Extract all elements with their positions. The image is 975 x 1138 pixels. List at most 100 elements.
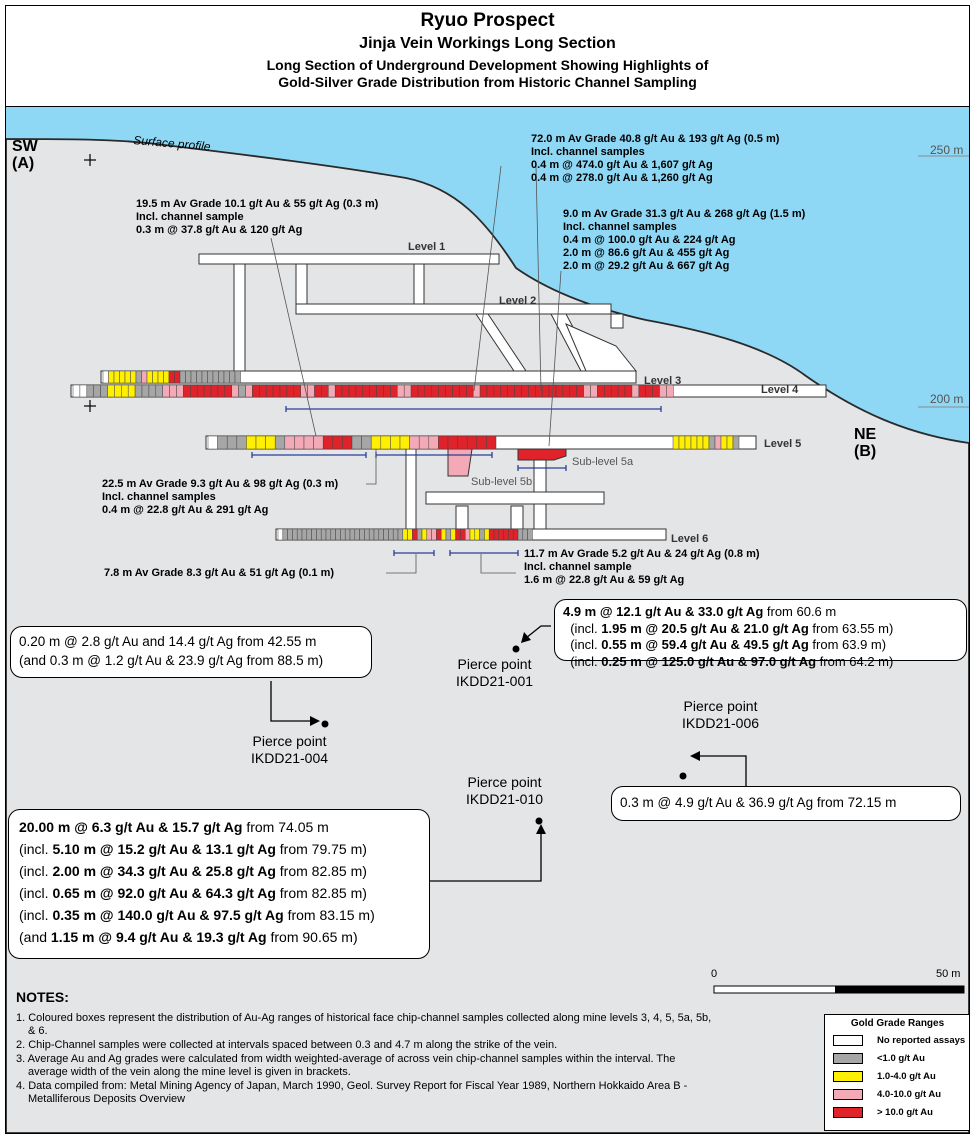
assay-sample — [590, 384, 598, 398]
assay-sample — [108, 370, 115, 384]
assay-sample — [445, 528, 452, 541]
assay-sample — [119, 370, 126, 384]
assay-sample — [418, 435, 430, 450]
assay-sample — [528, 384, 536, 398]
assay-sample — [562, 384, 571, 398]
drill-box-ikdd21-006: 0.3 m @ 4.9 g/t Au & 36.9 g/t Ag from 72… — [611, 786, 961, 821]
assay-sample — [684, 435, 692, 450]
drill-box-ikdd21-001: 4.9 m @ 12.1 g/t Au & 33.0 g/t Ag from 6… — [554, 599, 967, 669]
assay-sample — [431, 528, 437, 541]
legend-item: <1.0 g/t Au — [825, 1049, 969, 1067]
assay-sample — [440, 528, 447, 541]
sw-label: SW(A) — [12, 138, 38, 172]
level-5-5-drift — [425, 491, 605, 505]
arrow-line — [270, 681, 316, 722]
assay-sample — [426, 528, 432, 541]
ne-label: NE(B) — [854, 426, 877, 460]
assay-sample — [265, 435, 276, 450]
assay-sample — [388, 528, 394, 541]
arrow-line — [426, 831, 542, 882]
assay-sample — [409, 435, 420, 450]
leader-line — [480, 554, 516, 574]
legend-item: 4.0-10.0 g/t Au — [825, 1085, 969, 1103]
assay-sample — [355, 384, 364, 398]
assay-sample — [678, 435, 686, 450]
leader-line — [473, 165, 502, 392]
assay-sample — [296, 528, 303, 541]
scale-bar-fill — [835, 986, 964, 993]
assay-sample — [292, 528, 298, 541]
assay-sample — [127, 384, 136, 398]
drill-result-line: (and 1.15 m @ 9.4 g/t Au & 19.3 g/t Ag f… — [19, 929, 358, 945]
drill-result-line: 20.00 m @ 6.3 g/t Au & 15.7 g/t Ag from … — [19, 819, 329, 835]
assay-sample — [390, 384, 398, 398]
assay-sample — [392, 528, 399, 541]
title-desc-1: Long Section of Underground Development … — [266, 57, 709, 73]
assay-sample — [702, 435, 710, 450]
assay-sample — [344, 528, 351, 541]
assay-sample — [332, 435, 343, 450]
assay-sample — [190, 370, 197, 384]
assay-sample — [328, 384, 336, 398]
intercept-label-d: 22.5 m Av Grade 9.3 g/t Au & 98 g/t Ag (… — [102, 478, 339, 516]
assay-sample — [410, 384, 419, 398]
pierce-point-dot — [679, 772, 687, 780]
assay-sample — [508, 528, 514, 541]
assay-sample — [383, 384, 391, 398]
leader-line — [386, 554, 417, 574]
note-item: 1. Coloured boxes represent the distribu… — [16, 1012, 712, 1037]
assay-sample — [86, 384, 94, 398]
level-6-label: Level 6 — [671, 533, 709, 545]
intercept-label-f: 7.8 m Av Grade 8.3 g/t Au & 51 g/t Ag (0… — [104, 567, 335, 579]
assay-sample — [340, 528, 346, 541]
title-main: Ryuo Prospect — [420, 10, 555, 31]
assay-sample — [335, 528, 341, 541]
assay-sample — [428, 435, 439, 450]
legend-swatch — [833, 1106, 863, 1118]
assay-sample — [412, 528, 418, 541]
assay-sample — [696, 435, 704, 450]
assay-sample — [212, 370, 219, 384]
assay-sample — [207, 435, 218, 450]
assay-sample — [141, 384, 150, 398]
level-1-label: Level 1 — [408, 241, 446, 253]
assay-sample — [322, 435, 334, 450]
assay-sample — [690, 435, 698, 450]
assay-sample — [334, 384, 343, 398]
assay-sample — [498, 528, 504, 541]
assay-sample — [416, 528, 423, 541]
assay-sample — [484, 528, 490, 541]
assay-sample — [314, 384, 322, 398]
assay-sample — [294, 435, 305, 450]
assay-sample — [179, 370, 186, 384]
assay-sample — [124, 370, 131, 384]
assay-sample — [162, 384, 170, 398]
assay-sample — [169, 384, 177, 398]
assay-sample — [100, 384, 108, 398]
drill-result-line: (incl. 0.65 m @ 92.0 g/t Au & 64.3 g/t A… — [19, 885, 367, 901]
intercept-interval — [251, 452, 367, 458]
assay-sample — [245, 384, 253, 398]
arrow-head — [310, 716, 320, 726]
assay-sample — [500, 384, 508, 398]
assay-sample — [342, 435, 353, 450]
assay-sample — [431, 384, 439, 398]
assay-sample — [274, 435, 286, 450]
raise — [405, 448, 417, 535]
assay-sample — [155, 384, 163, 398]
assay-sample — [555, 384, 564, 398]
assay-sample — [157, 370, 164, 384]
assay-sample — [402, 528, 408, 541]
legend-swatch — [833, 1070, 863, 1082]
assay-sample — [316, 528, 322, 541]
assay-sample — [303, 435, 314, 450]
assay-sample — [450, 528, 456, 541]
intercept-interval — [517, 465, 567, 471]
pierce-point-dot — [321, 720, 329, 728]
drill-result-line: (incl. 0.25 m @ 125.0 g/t Au & 97.0 g/t … — [563, 653, 894, 669]
assay-sample — [488, 528, 495, 541]
leader-line — [270, 237, 317, 437]
assay-sample — [672, 435, 680, 450]
sub-level-5b-label: Sub-level 5b — [471, 476, 533, 488]
assay-sample — [163, 370, 170, 384]
